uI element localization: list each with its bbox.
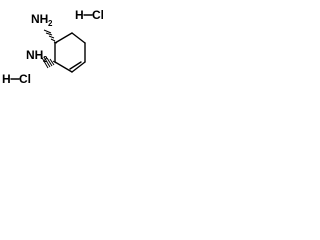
amine-lower: NH 2: [26, 48, 48, 64]
hydrochloride-lower: H Cl: [2, 72, 31, 86]
hcl-upper-cl: Cl: [92, 8, 103, 22]
ring-bond-c4-c5: [71, 61, 86, 73]
ring-bond-c1-c2: [54, 32, 73, 44]
hcl-lower-h: H: [2, 72, 11, 86]
amine-upper-subscript: 2: [48, 19, 53, 28]
ring-bond-c2-c3: [71, 32, 86, 44]
amine-lower-subscript: 2: [43, 55, 48, 64]
lower-stereo-bond: [40, 55, 57, 69]
ring-double-bond-inner: [69, 61, 82, 70]
amine-upper-label: NH: [31, 12, 48, 26]
amine-lower-label: NH: [26, 48, 43, 62]
cyclohexene-ring: [54, 32, 86, 73]
hydrochloride-upper: H Cl: [75, 8, 103, 22]
upper-stereo-bond: [43, 29, 58, 44]
amine-upper: NH 2: [31, 12, 53, 28]
ring-bond-c5-c6: [54, 61, 73, 73]
hcl-upper-h: H: [75, 8, 84, 22]
chemical-structure: H Cl H Cl NH 2 NH 2: [2, 8, 103, 86]
hcl-lower-cl: Cl: [19, 72, 31, 86]
